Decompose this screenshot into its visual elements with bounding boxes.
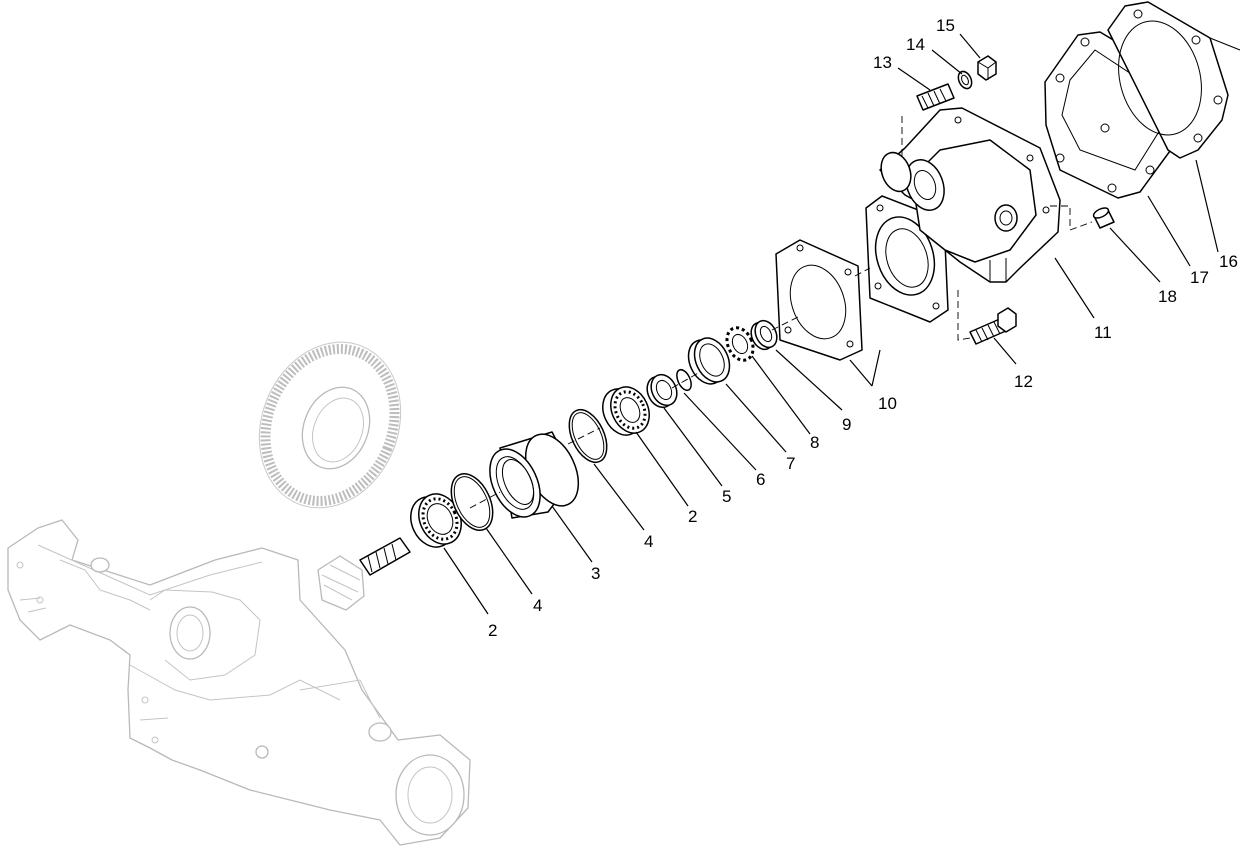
oil-seal — [687, 337, 731, 385]
callout-16: 16 — [1219, 252, 1238, 271]
nut — [750, 319, 778, 351]
callout-13: 13 — [873, 53, 892, 72]
callout-12: 12 — [1014, 372, 1033, 391]
hex-nut — [977, 55, 997, 81]
callout-18: 18 — [1158, 287, 1177, 306]
callout-9: 9 — [842, 415, 851, 434]
callout-labels: 13 14 15 16 17 18 11 12 10 9 8 7 6 5 2 4… — [488, 16, 1238, 640]
assembly-axis-lines — [469, 116, 1093, 509]
bearing-right — [602, 386, 650, 436]
axle-housing-ghost — [7, 519, 471, 846]
callout-7: 7 — [786, 454, 795, 473]
ring-gear-ghost — [258, 341, 402, 509]
callout-2-left: 2 — [488, 621, 497, 640]
leader-lines — [443, 33, 1219, 615]
callout-4-left: 4 — [533, 596, 542, 615]
capscrew — [969, 307, 1017, 345]
washer — [957, 70, 973, 90]
o-ring-left — [450, 473, 494, 531]
bearing-cone — [646, 373, 678, 409]
cartridge-housing — [489, 431, 580, 519]
snap-ring — [676, 368, 692, 392]
callout-15: 15 — [936, 16, 955, 35]
pinion-gear — [317, 537, 411, 611]
callout-14: 14 — [906, 35, 925, 54]
lock-washer — [725, 326, 755, 362]
gasket — [775, 239, 863, 361]
o-ring-right — [568, 408, 608, 464]
callout-2-right: 2 — [688, 507, 697, 526]
callout-4-right: 4 — [644, 532, 653, 551]
callout-3: 3 — [591, 564, 600, 583]
dowel-pin — [1092, 207, 1115, 229]
gearbox-housing — [879, 107, 1061, 283]
callout-17: 17 — [1190, 268, 1209, 287]
callout-11: 11 — [1094, 323, 1112, 342]
stud — [916, 83, 955, 111]
callout-6: 6 — [756, 470, 765, 489]
callout-10: 10 — [878, 394, 897, 413]
mounting-plate — [1107, 1, 1241, 159]
callout-8: 8 — [810, 433, 819, 452]
bearing-left — [410, 493, 462, 548]
callout-5: 5 — [722, 487, 731, 506]
